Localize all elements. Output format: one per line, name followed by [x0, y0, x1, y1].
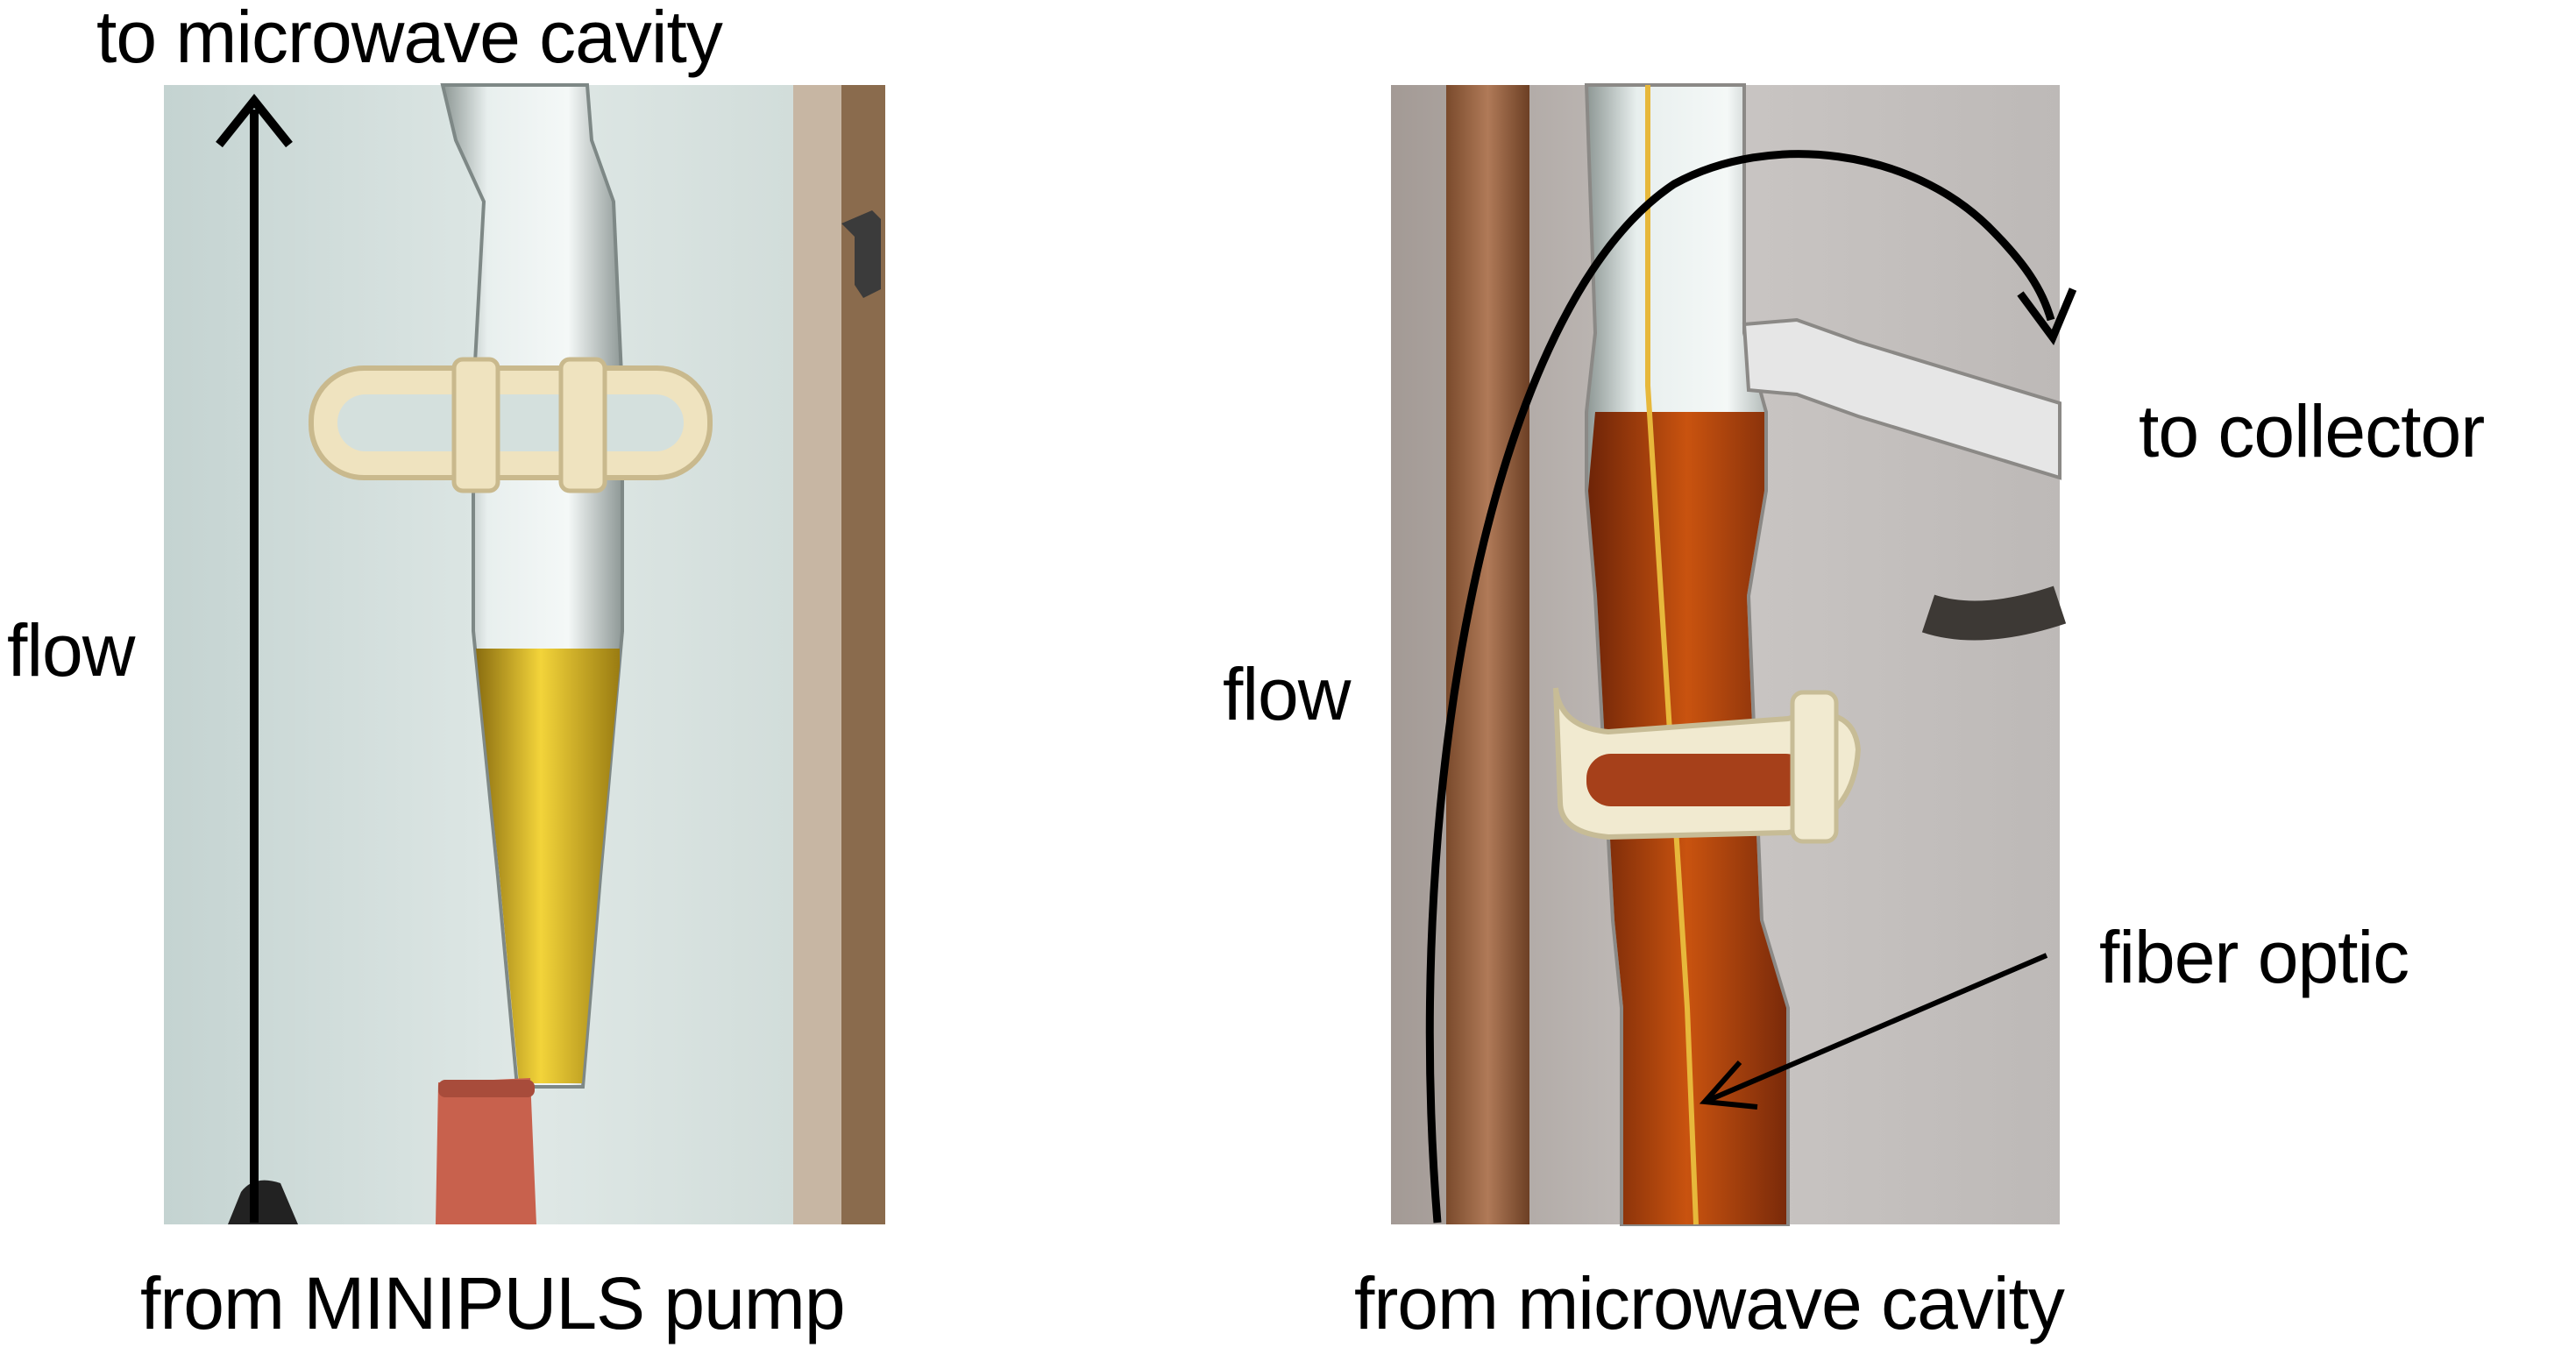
plastic-clamp: [309, 357, 713, 493]
left-flow-label: flow: [7, 609, 135, 692]
fiber-optic-label: fiber optic: [2099, 916, 2409, 998]
right-bottom-label: from microwave cavity: [1354, 1262, 2065, 1344]
bracket-icon: [841, 210, 881, 298]
rubber-hose: [436, 1078, 536, 1224]
plastic-clamp: [1553, 687, 1862, 844]
left-photo: [164, 83, 885, 1224]
dark-cable: [1921, 585, 2067, 641]
fiber-optic-pointer: [1699, 953, 2048, 1110]
yellow-liquid: [476, 649, 620, 1083]
right-flow-arrow: [1425, 150, 2077, 1224]
left-bottom-label: from MINIPULS pump: [140, 1262, 846, 1344]
left-flow-arrow: [216, 93, 293, 1223]
left-top-label: to microwave cavity: [96, 0, 723, 78]
to-collector-label: to collector: [2139, 390, 2485, 472]
fiber-optic-line: [1645, 85, 1699, 1225]
right-photo: [1391, 83, 2067, 1226]
right-flow-label: flow: [1223, 653, 1351, 735]
side-arm: [1742, 317, 2062, 480]
